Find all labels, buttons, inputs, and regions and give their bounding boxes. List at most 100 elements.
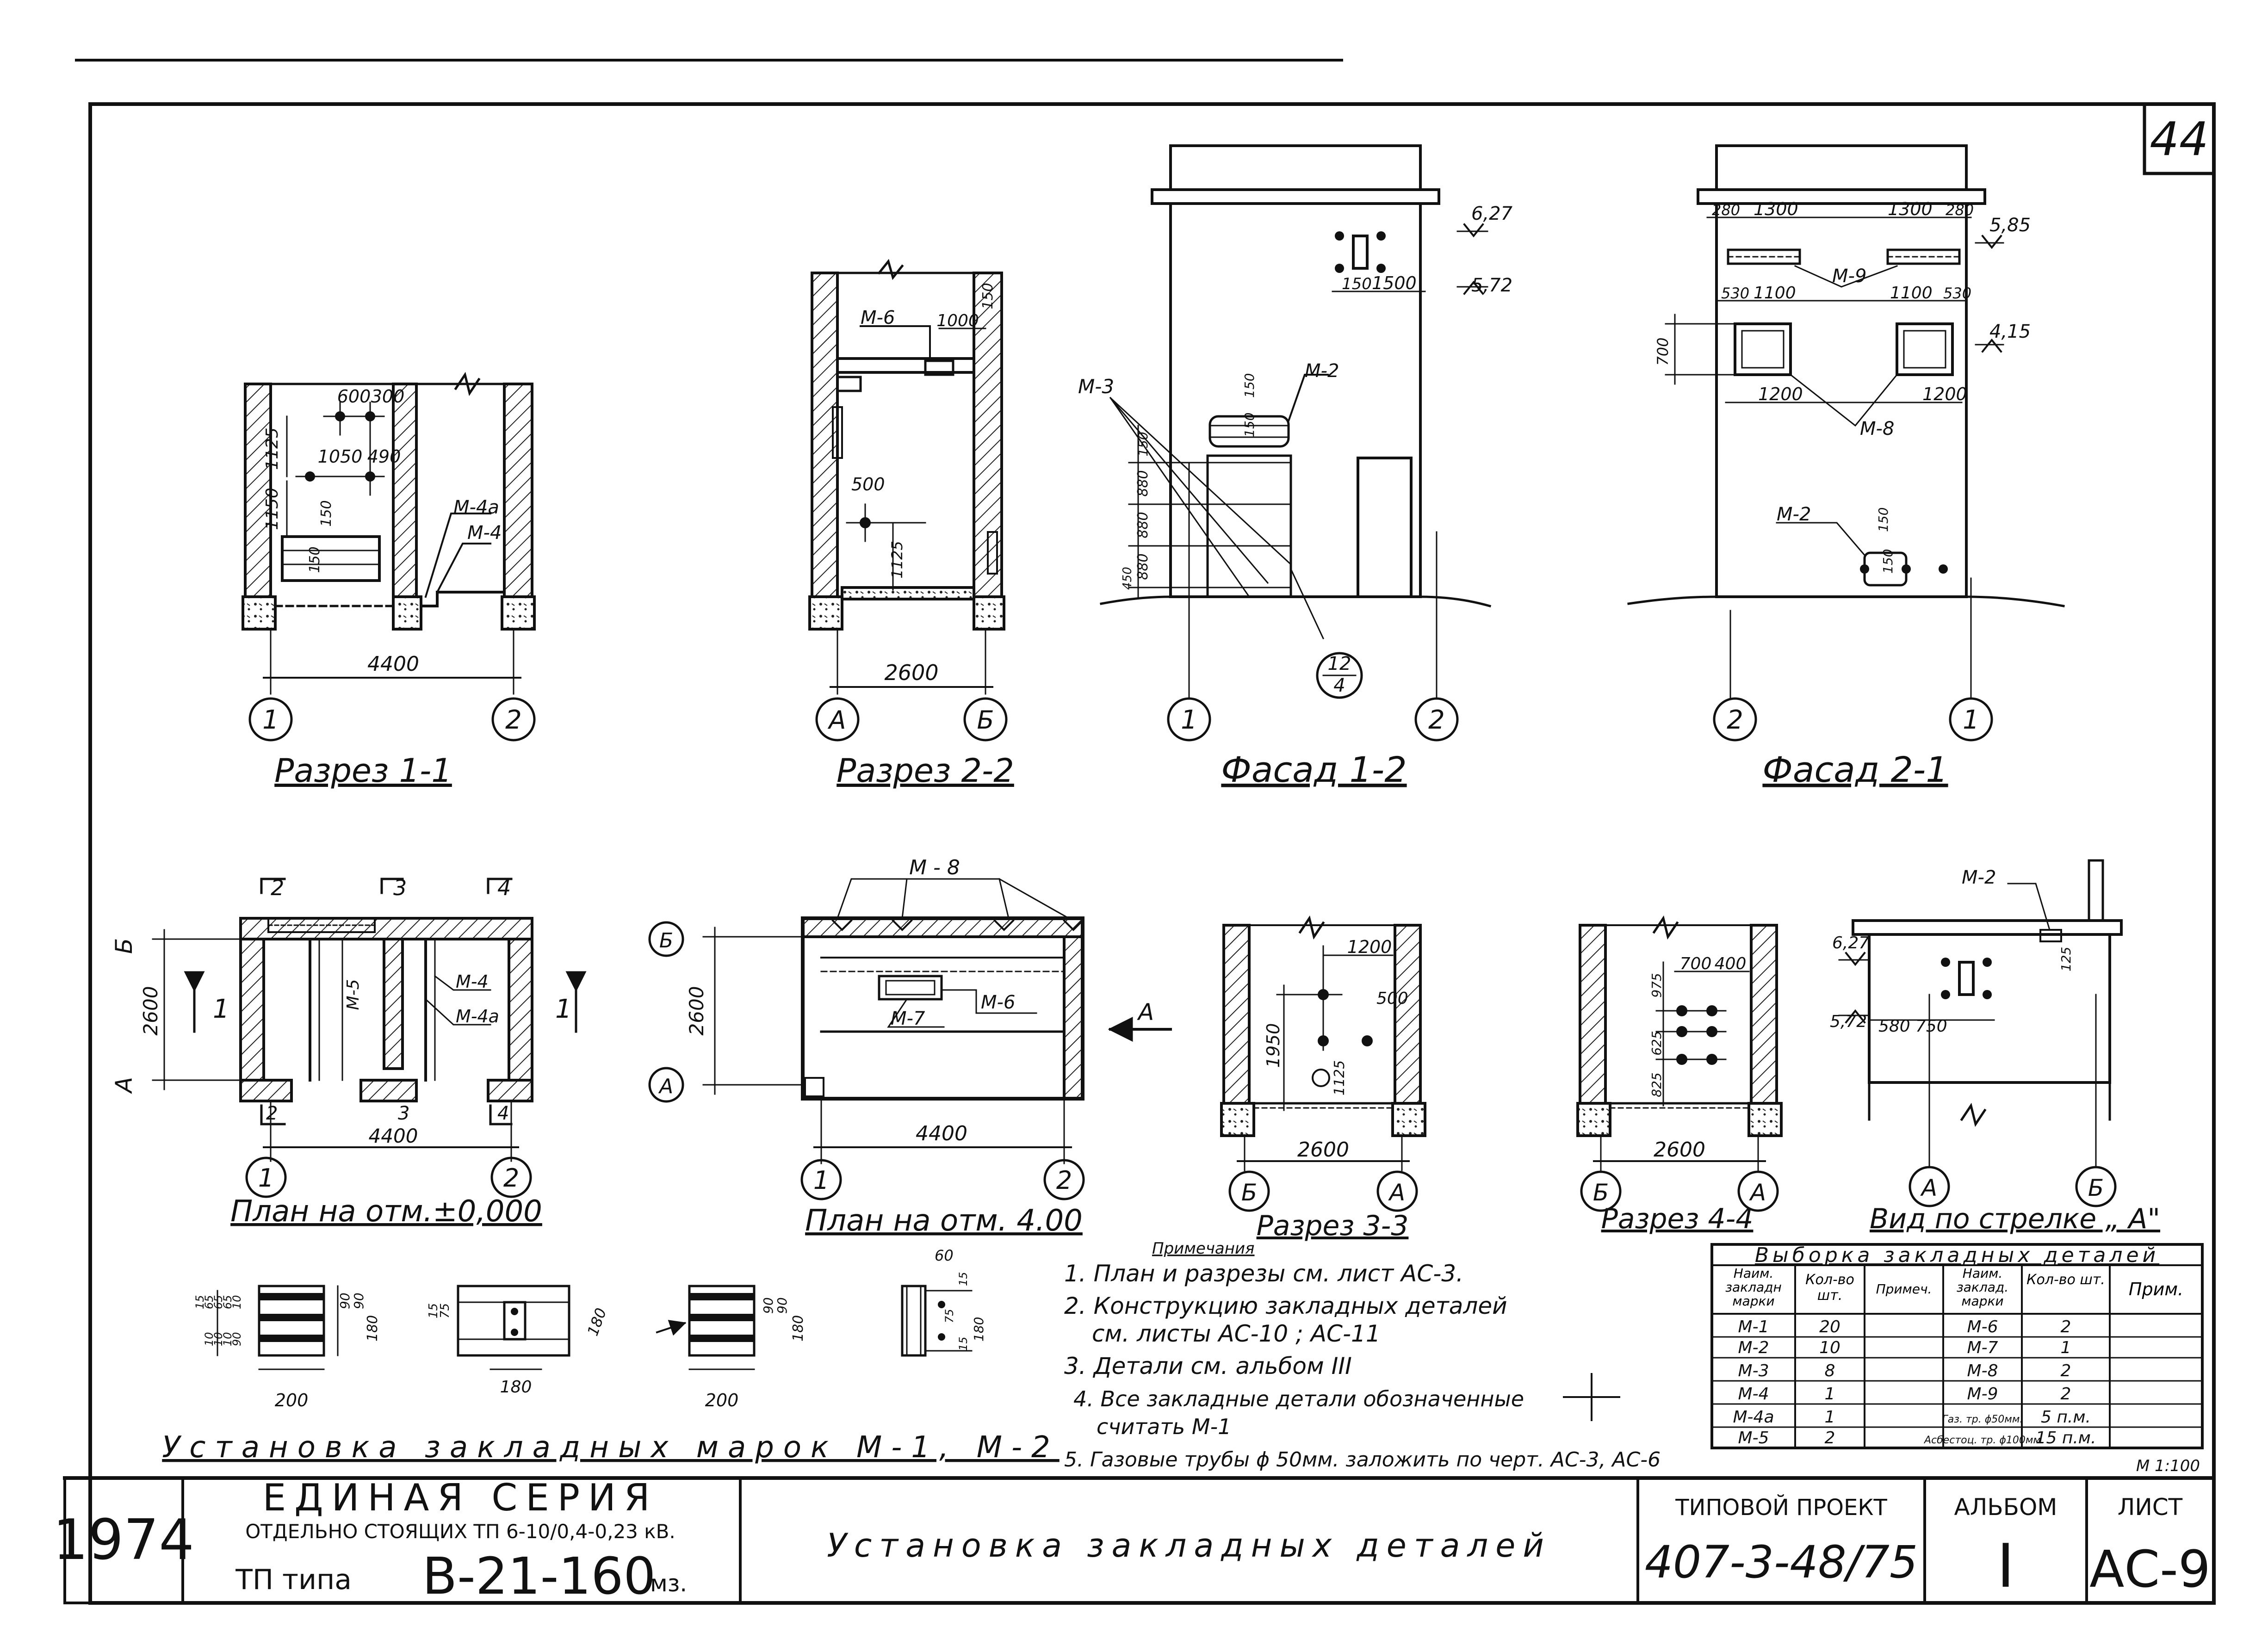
dim: 150 — [980, 283, 996, 309]
mark-label: М - 8 — [909, 856, 960, 879]
dim: 880 — [1135, 470, 1151, 496]
table-cell: 20 — [1819, 1317, 1840, 1336]
dim: 530 — [1943, 285, 1971, 302]
table-cell: Асбестоц. тр. ϕ100мм — [1923, 1435, 2041, 1446]
axis-label: 1 — [813, 1166, 829, 1195]
scale-label: М 1:100 — [2136, 1457, 2200, 1475]
dim: 700 — [1680, 954, 1712, 973]
cut-label: 3 — [393, 875, 407, 900]
dim: 150 — [1880, 549, 1896, 574]
view-plan-400: М - 8 М-7 М-6 А 2600 Б А 4400 1 2 План н… — [648, 856, 1172, 1238]
dim: 180 — [365, 1315, 381, 1342]
mark-label: М-4а — [456, 1006, 499, 1027]
dim: 1050 — [318, 446, 363, 467]
axis-label: 2 — [503, 1163, 519, 1193]
axis-label: А — [828, 705, 846, 735]
mark-label: М-4 — [467, 522, 502, 544]
table-cell: 15 п.м. — [2036, 1429, 2096, 1447]
dim: 1125 — [888, 541, 906, 578]
dim: 90 — [337, 1293, 353, 1309]
note-item: 5. Газовые трубы ϕ 50мм. заложить по чер… — [1064, 1448, 1661, 1472]
dim: 400 — [1715, 954, 1747, 973]
axis-bubble — [491, 697, 536, 742]
table-cell: М-6 — [1967, 1317, 1998, 1336]
view-title: Вид по стрелке „ А" — [1870, 1203, 2160, 1235]
dim: 1300 — [1888, 199, 1933, 219]
drawing-title: Установка закладных деталей — [827, 1527, 1551, 1565]
dim: 15 — [957, 1336, 970, 1351]
table-cell: 2 — [2061, 1361, 2071, 1380]
year: 1974 — [53, 1508, 194, 1572]
callout: 12 — [1328, 653, 1351, 674]
table-cell: 1 — [2061, 1338, 2071, 1357]
axis-label: Б — [111, 938, 137, 954]
note-item: см. листы АС-10 ; АС-11 — [1092, 1320, 1381, 1347]
table-cell: 1 — [1825, 1385, 1835, 1404]
table-cell: 2 — [2061, 1317, 2071, 1336]
install-title: Установка закладных марок М-1, М-2 — [162, 1430, 1060, 1465]
view-fasad-2-1: 280 1300 1300 280 5,85 М-9 530 1100 1100… — [1627, 144, 2065, 790]
mark-label: М-6 — [981, 992, 1015, 1013]
dim: 1150 — [263, 488, 282, 530]
axis-label: 1 — [1963, 705, 1979, 735]
axis-label: Б — [2088, 1175, 2104, 1201]
dim: 150 — [318, 500, 335, 526]
dim: 530 — [1721, 285, 1749, 302]
dim: 10 — [221, 1332, 234, 1346]
view-plan-0: М-5 М-4 М-4а 2 3 4 2 3 4 1 1 2600 Б А 44… — [111, 875, 587, 1229]
cut-label: 1 — [555, 994, 572, 1024]
dim: 1200 — [1758, 384, 1803, 404]
dim: 580 — [1878, 1017, 1910, 1036]
sheet-value: АС-9 — [2089, 1540, 2211, 1599]
dim: 65 — [212, 1295, 225, 1309]
mark-label: М-9 — [1832, 266, 1866, 287]
sheet-number: 44 — [2150, 112, 2208, 166]
dim: 150 — [307, 546, 323, 573]
axis-label: 2 — [1727, 705, 1743, 735]
dim: 180 — [971, 1317, 986, 1342]
dim: 700 — [1654, 337, 1672, 365]
dim-total: 2600 — [884, 660, 938, 685]
level-mark: 6,27 — [1471, 203, 1513, 224]
view-title: Разрез 1-1 — [274, 752, 452, 790]
dim: 1125 — [263, 427, 282, 470]
note-item: 4. Все закладные детали обозначенные — [1073, 1386, 1524, 1411]
view-title: Разрез 3-3 — [1257, 1210, 1409, 1242]
table-title: Выборка закладных деталей — [1755, 1243, 2159, 1267]
parts-table: Выборка закладных деталей Наим. закладн … — [1710, 1243, 2204, 1475]
level-mark: 5,72 — [1471, 275, 1512, 296]
axis-label: А — [1388, 1179, 1405, 1206]
mark-label: М-4а — [453, 497, 499, 518]
dim: 1125 — [1332, 1060, 1348, 1095]
table-header: Примеч. — [1876, 1281, 1932, 1297]
view-title: Фасад 1-2 — [1221, 749, 1407, 790]
level-mark: 4,15 — [1989, 321, 2031, 342]
album-value: I — [1997, 1531, 2014, 1601]
dim: 60 — [935, 1247, 954, 1264]
dim: 10 — [212, 1332, 225, 1346]
dim: 65 — [203, 1295, 216, 1309]
table-cell: 2 — [1825, 1429, 1835, 1447]
axis-label: 2 — [1428, 705, 1445, 735]
series-subtitle: ОТДЕЛЬНО СТОЯЩИХ ТП 6-10/0,4-0,23 кВ. — [245, 1520, 675, 1543]
view-title: Фасад 2-1 — [1762, 749, 1948, 790]
dim: 150 — [1242, 413, 1257, 437]
album-label: АЛЬБОМ — [1954, 1494, 2057, 1521]
dim: 10 — [203, 1332, 216, 1346]
table-cell: М-7 — [1967, 1338, 1998, 1357]
axis-label: Б — [977, 705, 994, 735]
series-title: ЕДИНАЯ СЕРИЯ — [263, 1476, 658, 1519]
note-item: 2. Конструкцию закладных деталей — [1064, 1293, 1507, 1319]
dim: 180 — [500, 1378, 532, 1397]
table-cell: М-8 — [1967, 1361, 1998, 1380]
view-vid-a: М-2 125 6,27 5,72 580 750 А Б Вид по стр… — [1830, 859, 2160, 1235]
note-item: 1. План и разрезы см. лист АС-3. — [1064, 1260, 1463, 1287]
dim: 280 — [1712, 201, 1740, 219]
table-cell: 2 — [2061, 1385, 2071, 1404]
dim-total: 4400 — [369, 1125, 418, 1147]
dim: 90 — [351, 1293, 366, 1309]
axis-label: 1 — [262, 705, 279, 735]
mark-label: М-6 — [861, 307, 895, 328]
table-cell: М-1 — [1738, 1317, 1769, 1336]
